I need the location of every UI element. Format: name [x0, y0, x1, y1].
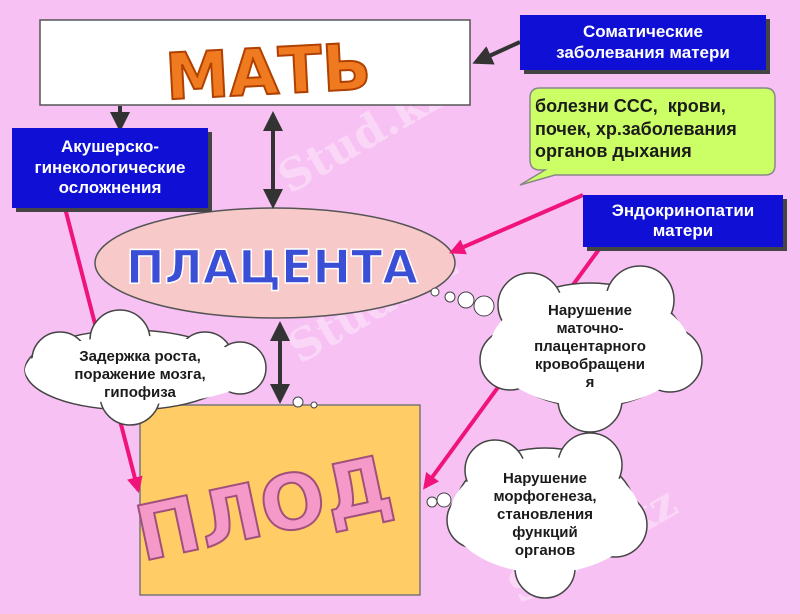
thought-bubble: [310, 401, 318, 409]
fetus-box: [139, 404, 421, 596]
cloud-circulation: [444, 265, 703, 433]
cloud-circulation-text: Нарушение маточно- плацентарного кровобр…: [505, 292, 675, 402]
cloud-circulation-line1: Нарушение: [548, 302, 632, 319]
cloud-morphogenesis-line1: Нарушение: [503, 470, 587, 487]
cloud-growth-text: Задержка роста, поражение мозга, гипофиз…: [35, 340, 245, 410]
cloud-circulation-line2: маточно-: [556, 320, 624, 337]
cloud-circulation-line4: кровобращени: [534, 356, 646, 373]
cloud-morphogenesis: [426, 432, 648, 599]
cloud-morphogenesis-line4: функций: [512, 524, 578, 541]
mother-box: [39, 19, 471, 106]
somatic-diseases-box: Соматические заболевания матери: [520, 15, 766, 70]
placenta-title: ПЛАЦЕНТА: [126, 240, 418, 294]
somatic-examples-line1: болезни ССС, крови,: [535, 96, 726, 116]
endocrinopathy-box: Эндокринопатии матери: [583, 195, 783, 247]
cloud-morphogenesis-line2: морфогенеза,: [493, 488, 597, 505]
somatic-examples-text: болезни ССС, крови, почек, хр.заболевани…: [535, 95, 775, 163]
cloud-morphogenesis-line5: органов: [514, 542, 576, 559]
obstetric-complications-box: Акушерско- гинекологические осложнения: [12, 128, 208, 208]
arrow-somatic-mother: [472, 40, 521, 65]
obstetric-box-line1: Акушерско-: [60, 137, 160, 157]
arrow-somatic-placenta: [449, 193, 584, 255]
thought-bubble: [430, 287, 440, 297]
cloud-growth: [24, 309, 267, 426]
cloud-circulation-line5: я: [585, 374, 595, 391]
somatic-box-line1: Соматические: [583, 22, 703, 42]
cloud-morphogenesis-text: Нарушение морфогенеза, становления функц…: [465, 460, 625, 570]
endocrine-box-line2: матери: [652, 221, 714, 240]
cloud-growth-line1: Задержка роста,: [79, 348, 201, 365]
cloud-growth-line2: поражение мозга,: [74, 366, 206, 383]
somatic-box-line2: заболевания матери: [556, 42, 730, 62]
cloud-circulation-line3: плацентарного: [534, 338, 646, 355]
endocrine-box-line1: Эндокринопатии: [611, 200, 755, 220]
obstetric-box-line3: осложнения: [58, 178, 162, 198]
cloud-morphogenesis-line3: становления: [497, 506, 593, 523]
diagram-canvas: МАТЬ ПЛАЦЕНТА ПЛОД: [24, 19, 776, 599]
somatic-examples-callout: [519, 87, 776, 186]
mother-title: МАТЬ: [164, 31, 373, 116]
obstetric-box-line2: гинекологические: [34, 157, 186, 177]
thought-bubble: [292, 396, 304, 408]
somatic-examples-line3: органов дыхания: [535, 141, 692, 161]
somatic-examples-line2: почек, хр.заболевания: [535, 118, 737, 139]
cloud-growth-line3: гипофиза: [104, 384, 176, 401]
